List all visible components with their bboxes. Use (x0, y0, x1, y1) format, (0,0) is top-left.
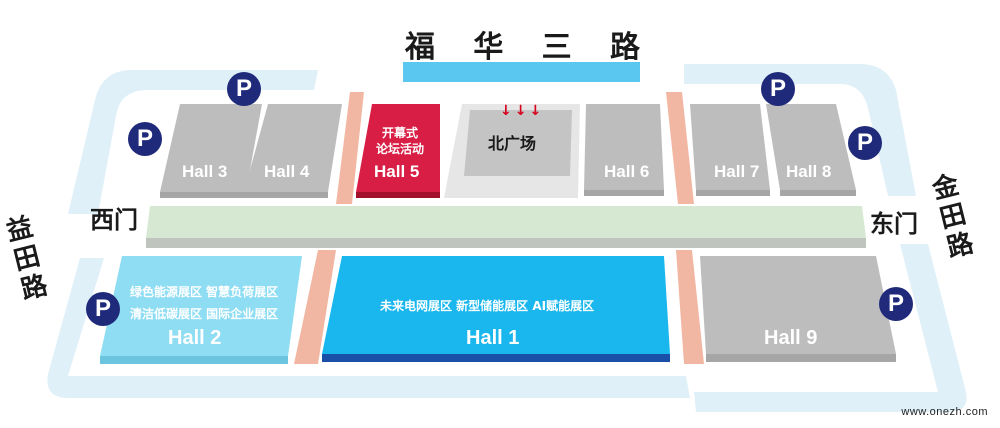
hall-5-block (356, 104, 440, 192)
north-plaza-label: 北广场 (488, 134, 537, 153)
hall-2-block (100, 256, 302, 356)
parking-icon: P (227, 72, 261, 106)
hall-1-label: Hall 1 (466, 327, 520, 349)
north-road-char: 福 (405, 30, 435, 65)
north-road-strip (403, 62, 640, 82)
hall-2-side (100, 356, 288, 364)
hall-8-label: Hall 8 (786, 162, 832, 181)
hall-9-label: Hall 9 (764, 327, 818, 349)
parking-icon: P (128, 122, 162, 156)
hall-3-side (160, 192, 246, 198)
hall-1-side (322, 354, 670, 362)
hall-2-label: Hall 2 (168, 327, 222, 349)
outer-pathway (47, 64, 967, 412)
watermark: www.onezh.com (901, 406, 988, 418)
hall-6-block (584, 104, 664, 190)
hall-8-block (766, 104, 856, 190)
hall-7-label: Hall 7 (714, 162, 760, 181)
parking-icon: P (86, 292, 120, 326)
hall-3-block (160, 104, 262, 192)
hall-4-label: Hall 4 (264, 162, 310, 181)
hall-4-block (244, 104, 342, 192)
hall-2-zone-line1: 绿色能源展区 智慧负荷展区 (130, 285, 279, 299)
hall-7-side (696, 190, 770, 196)
plaza-entry-arrows: ↓ ↓ ↓ (500, 104, 541, 118)
down-arrow-icon: ↓ (514, 103, 527, 119)
parking-icon: P (848, 126, 882, 160)
central-corridor-side (146, 238, 866, 248)
north-plaza-inner (464, 110, 572, 176)
hall-6-label: Hall 6 (604, 162, 650, 181)
down-arrow-icon: ↓ (500, 103, 512, 119)
hall-5-zone-line2: 论坛活动 (376, 142, 425, 156)
north-road-label: 福 华 三 路 (405, 22, 640, 66)
central-corridor (146, 206, 866, 238)
hall-2-zone-line2: 清洁低碳展区 国际企业展区 (130, 307, 279, 321)
north-road-char: 路 (609, 30, 640, 65)
hall-5-side (356, 192, 440, 198)
hall-5-label: Hall 5 (374, 162, 420, 181)
west-gate-label: 西门 (90, 206, 138, 234)
hall-1-zone-line: 未来电网展区 新型储能展区 AI赋能展区 (380, 299, 595, 313)
hall-3-label: Hall 3 (182, 162, 228, 181)
east-gate-label: 东门 (870, 210, 918, 238)
hall-9-side (706, 354, 896, 362)
parking-icon: P (761, 72, 795, 106)
down-arrow-icon: ↓ (529, 103, 542, 119)
hall-7-block (690, 104, 770, 190)
walkways (294, 92, 704, 364)
north-road-char: 华 (473, 30, 504, 65)
hall-8-side (780, 190, 856, 196)
halls-south (100, 256, 896, 364)
hall-1-block (322, 256, 670, 354)
hall-5-zone-line1: 开幕式 (382, 126, 419, 140)
north-road-char: 三 (541, 30, 572, 65)
halls-north (160, 104, 856, 198)
parking-icon: P (879, 287, 913, 321)
hall-9-block (700, 256, 896, 354)
hall-6-side (584, 190, 664, 196)
hall-4-side (244, 192, 328, 198)
